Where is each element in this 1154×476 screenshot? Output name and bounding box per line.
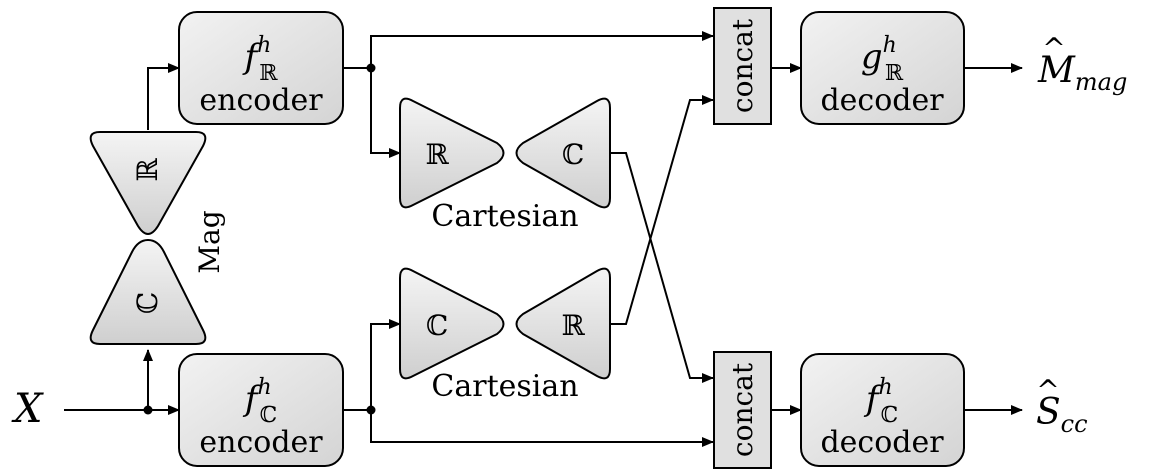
real-encoder-to-concat-line — [343, 31, 714, 69]
cartesian-bottom-to-concat-top-line — [610, 95, 714, 325]
complex-encoder-box — [178, 353, 344, 467]
cartesian-top-left-triangle — [399, 97, 505, 209]
concat-top-label: concat — [726, 18, 759, 113]
mag-block: ℝ ℂ Mag — [89, 131, 226, 345]
complex-decoder-box — [800, 353, 965, 467]
concat-top: concat — [713, 7, 772, 125]
mag-bottom-symbol: ℂ — [131, 292, 164, 314]
mag-bottom-triangle — [89, 239, 207, 345]
junction-dot — [143, 405, 153, 415]
output-cc-label: Scc — [1036, 392, 1088, 438]
output-cc: ^ Scc — [1036, 374, 1088, 438]
cartesian-block-bottom: ℂ ℝ Cartesian — [399, 267, 611, 404]
cartesian-block-top: ℝ ℂ Cartesian — [399, 97, 611, 234]
cartesian-bottom-left-symbol: ℂ — [426, 309, 448, 342]
input-label: X — [11, 386, 44, 432]
junction-dot — [366, 405, 376, 415]
cartesian-bottom-right-symbol: ℝ — [561, 309, 585, 342]
real-encoder-box — [178, 11, 344, 125]
concat-bottom-box — [713, 351, 772, 469]
output-cc-hat: ^ — [1036, 374, 1059, 407]
concat-bottom: concat — [713, 351, 772, 469]
cartesian-top-to-concat-bottom-line — [610, 152, 714, 383]
cartesian-top-label: Cartesian — [431, 199, 578, 234]
output-mag-hat: ^ — [1042, 32, 1065, 65]
complex-encoder-to-concat-line — [370, 410, 714, 447]
concat-bottom-label: concat — [726, 362, 759, 457]
output-mag: ^ Mmag — [1037, 32, 1127, 96]
complex-encoder-to-cartesian-line — [343, 319, 401, 411]
connections — [64, 31, 1023, 447]
mag-top-symbol: ℝ — [131, 158, 164, 182]
real-encoder-label: encoder — [199, 83, 323, 118]
cartesian-top-right-triangle — [515, 97, 611, 209]
cartesian-bottom-left-triangle — [399, 267, 505, 380]
mag-top-triangle — [89, 131, 207, 235]
output-mag-label: Mmag — [1037, 50, 1127, 96]
cartesian-bottom-label: Cartesian — [431, 369, 578, 404]
complex-decoder-label: decoder — [820, 425, 944, 460]
cartesian-top-left-symbol: ℝ — [425, 138, 449, 171]
mag-to-real-encoder-line — [147, 63, 180, 130]
real-encoder-to-cartesian-line — [370, 68, 401, 158]
complex-encoder-label: encoder — [199, 425, 323, 460]
mag-label: Mag — [193, 210, 226, 273]
junction-dot — [366, 63, 376, 73]
real-decoder-label: decoder — [820, 83, 944, 118]
real-decoder-box — [800, 11, 965, 125]
cartesian-top-right-symbol: ℂ — [562, 138, 584, 171]
cartesian-bottom-right-triangle — [515, 267, 611, 380]
concat-top-box — [713, 7, 772, 125]
